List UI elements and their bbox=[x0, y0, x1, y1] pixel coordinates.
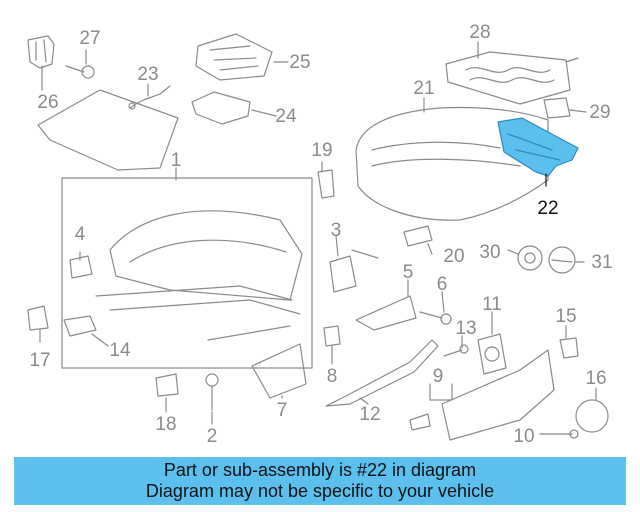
callout-9: 9 bbox=[433, 366, 444, 387]
part-24-unit bbox=[191, 91, 251, 125]
part-23-sensor bbox=[128, 85, 171, 110]
callout-2: 2 bbox=[207, 426, 218, 447]
part-2-bolt bbox=[205, 373, 219, 411]
callout-5: 5 bbox=[403, 262, 414, 283]
part-3-adjuster bbox=[329, 249, 379, 293]
part-20-block bbox=[403, 225, 433, 247]
part-mat-panel bbox=[37, 89, 179, 171]
part-15-clip bbox=[559, 337, 579, 359]
banner-part-line: Part or sub-assembly is #22 in diagram bbox=[163, 460, 477, 480]
part-10-screw bbox=[547, 429, 579, 439]
callout-7: 7 bbox=[277, 400, 288, 421]
callout-10: 10 bbox=[513, 426, 534, 447]
callout-3: 3 bbox=[331, 220, 342, 241]
part-side-shield bbox=[441, 349, 555, 441]
callout-16: 16 bbox=[585, 368, 606, 389]
part-17-bracket bbox=[27, 305, 49, 331]
callout-14: 14 bbox=[109, 340, 131, 361]
callout-13: 13 bbox=[455, 318, 476, 339]
part-22-side-trim bbox=[497, 117, 579, 177]
callout-labels: 1 2 3 4 5 6 7 8 9 10 11 12 13 14 15 16 1… bbox=[29, 22, 612, 447]
part-30-disc bbox=[517, 245, 543, 271]
part-12-wire bbox=[325, 339, 439, 407]
callout-28: 28 bbox=[469, 22, 490, 43]
part-16-cap bbox=[575, 399, 609, 433]
part-26-bracket bbox=[27, 35, 55, 69]
callout-4: 4 bbox=[75, 224, 86, 245]
callout-6: 6 bbox=[437, 274, 448, 295]
callout-26: 26 bbox=[37, 92, 58, 113]
callout-11: 11 bbox=[482, 294, 502, 315]
part-27-screw bbox=[65, 65, 95, 79]
callout-31: 31 bbox=[591, 252, 612, 273]
callout-17: 17 bbox=[29, 350, 50, 371]
part-11-plate bbox=[477, 333, 507, 375]
part-14-cover bbox=[63, 315, 97, 337]
part-1-seat-frame bbox=[95, 210, 303, 341]
callout-8: 8 bbox=[327, 366, 338, 387]
part-18-clip bbox=[155, 373, 179, 397]
part-13-bolt bbox=[443, 344, 469, 357]
part-28-heater bbox=[445, 51, 579, 105]
callout-29: 29 bbox=[589, 102, 610, 123]
leader-lines bbox=[39, 41, 597, 435]
part-9-clips bbox=[409, 383, 453, 431]
callout-20: 20 bbox=[443, 246, 464, 267]
part-29-connector bbox=[543, 97, 571, 119]
info-banner: Part or sub-assembly is #22 in diagram D… bbox=[14, 457, 626, 505]
callout-19: 19 bbox=[311, 140, 332, 161]
part-25-module bbox=[195, 33, 273, 81]
part-31-cover bbox=[548, 246, 576, 274]
part-5-bracket bbox=[355, 295, 417, 331]
callout-1: 1 bbox=[171, 150, 182, 171]
part-19-clip bbox=[317, 169, 335, 199]
part-8-clip bbox=[323, 325, 341, 347]
part-7-trim bbox=[251, 343, 307, 399]
part-4-clip bbox=[69, 255, 93, 279]
part-6-bolt bbox=[419, 311, 452, 325]
callout-18: 18 bbox=[155, 414, 176, 435]
callout-25: 25 bbox=[289, 52, 310, 73]
callout-23: 23 bbox=[137, 64, 158, 85]
callout-30: 30 bbox=[479, 242, 500, 263]
callout-22: 22 bbox=[537, 198, 558, 219]
parts-diagram: 1 2 3 4 5 6 7 8 9 10 11 12 13 14 15 16 1… bbox=[27, 22, 613, 447]
part-1-frame-box bbox=[61, 177, 313, 369]
callout-12: 12 bbox=[359, 404, 380, 425]
banner-disclaimer-line: Diagram may not be specific to your vehi… bbox=[145, 481, 495, 501]
callout-24: 24 bbox=[275, 106, 297, 127]
callout-15: 15 bbox=[555, 306, 576, 327]
callout-27: 27 bbox=[79, 28, 100, 49]
callout-21: 21 bbox=[413, 78, 434, 99]
